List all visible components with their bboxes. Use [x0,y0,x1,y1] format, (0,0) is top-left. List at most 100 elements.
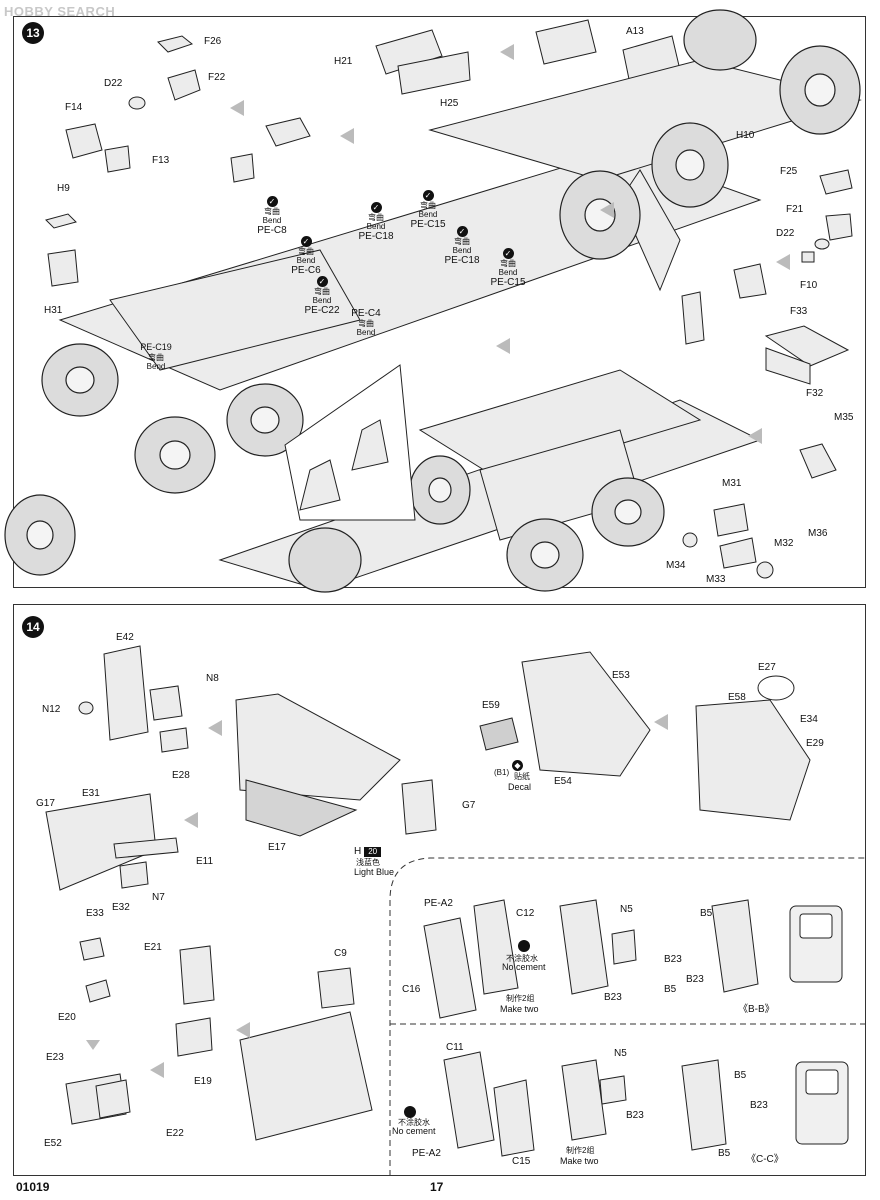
part-label: H25 [440,98,459,109]
bend-note-pe-c15-b: ✓ 弯曲 Bend PE-C15 [490,248,526,288]
make-two-en: Make two [500,1004,539,1014]
part-label: N5 [620,904,633,915]
watermark-logo: HOBBY SEARCH [4,4,116,19]
paint-name-cn: 浅蓝色 [356,858,380,867]
bend-icon: ✓ [422,190,434,201]
part-label: M36 [808,528,828,539]
no-cement-cn: 不涂胶水 [398,1118,430,1127]
page-number: 17 [430,1180,444,1194]
part-label: E27 [758,662,776,673]
part-label: M34 [666,560,686,571]
bend-icon: ✓ [456,226,468,237]
part-label: E52 [44,1138,62,1149]
part-label: E17 [268,842,286,853]
paint-name-en: Light Blue [354,867,395,877]
part-label: B5 [718,1148,731,1159]
make-two-cn: 制作2组 [566,1146,595,1155]
part-label: F25 [780,166,798,177]
part-label: E29 [806,738,824,749]
part-label: E31 [82,788,100,799]
part-label: C12 [516,908,535,919]
section-label-cc: 《C-C》 [746,1154,784,1165]
decal-icon: ◆ [512,760,523,771]
step-13-panel [13,16,866,588]
part-label: N8 [206,673,219,684]
bend-note-pe-c8: ✓ 弯曲 Bend PE-C8 [257,196,287,236]
bend-note-pe-c4: PE-C4 弯曲 Bend [351,308,381,337]
part-label: E34 [800,714,818,725]
part-label: E22 [166,1128,184,1139]
bend-note-pe-c19: PE-C19 弯曲 Bend [140,342,172,371]
part-label: F26 [204,36,222,47]
part-label: C15 [512,1156,531,1167]
part-label: A13 [626,26,644,37]
part-label: E23 [46,1052,64,1063]
part-label: N7 [152,892,165,903]
part-label: E42 [116,632,134,643]
step-14-number: 14 [22,616,44,638]
part-label: B23 [750,1100,768,1111]
part-label: C11 [446,1042,464,1053]
no-cement-en: No cement [502,962,546,972]
part-label: M33 [706,574,726,585]
part-label: D22 [104,78,123,89]
part-label: E21 [144,942,162,953]
part-label: F14 [65,102,83,113]
make-two-cn: 制作2组 [506,994,535,1003]
part-label: B5 [664,984,677,995]
part-label: G7 [462,800,476,811]
part-label: F13 [152,155,170,166]
part-label: N5 [614,1048,627,1059]
bend-note-pe-c15-a: ✓ 弯曲 Bend PE-C15 [410,190,446,230]
part-label: H21 [334,56,353,67]
part-label: E32 [112,902,130,913]
step-13-number: 13 [22,22,44,44]
part-label: F32 [806,388,824,399]
part-label: F21 [786,204,804,215]
paint-swatch: 20 [364,846,382,857]
part-label: B23 [626,1110,644,1121]
section-label-bb: 《B-B》 [738,1004,775,1015]
part-label: H10 [736,130,755,141]
part-label: B23 [664,954,682,965]
part-label: G17 [36,798,55,809]
no-cement-en: No cement [392,1126,436,1136]
part-label: E33 [86,908,104,919]
part-label: M35 [834,412,854,423]
bend-icon: ✓ [316,276,328,287]
part-label: F10 [800,280,818,291]
no-cement-cn: 不涂胶水 [506,954,538,963]
bend-icon: ✓ [266,196,278,207]
bend-note-pe-c18-a: ✓ 弯曲 Bend PE-C18 [358,202,394,242]
part-label: B23 [604,992,622,1003]
decal-ref: (B1) [494,768,510,777]
part-label: F33 [790,306,808,317]
bend-icon: ✓ [300,236,312,247]
part-label: E19 [194,1076,212,1087]
part-label: E53 [612,670,630,681]
part-label: E58 [728,692,746,703]
part-label: M32 [774,538,794,549]
bend-icon: ✓ [502,248,514,259]
part-label: M31 [722,478,742,489]
part-label: N12 [42,704,61,715]
part-label: PE-A2 [424,898,453,909]
decal-en: Decal [508,782,532,792]
part-label: H9 [57,183,70,194]
part-label: E20 [58,1012,76,1023]
part-label: D22 [776,228,795,239]
part-label: E54 [554,776,572,787]
part-label: B23 [686,974,704,985]
bend-note-pe-c6: ✓ 弯曲 Bend PE-C6 [291,236,321,276]
make-two-en: Make two [560,1156,599,1166]
step-13-illustration [4,9,862,593]
paint-callout: H 20 [354,846,382,857]
part-label: E11 [196,856,214,867]
part-label: E59 [482,700,500,711]
bend-icon: ✓ [370,202,382,213]
part-label: E28 [172,770,190,781]
bend-note-pe-c18-b: ✓ 弯曲 Bend PE-C18 [444,226,480,266]
part-label: F22 [208,72,226,83]
part-label: C16 [402,984,421,995]
